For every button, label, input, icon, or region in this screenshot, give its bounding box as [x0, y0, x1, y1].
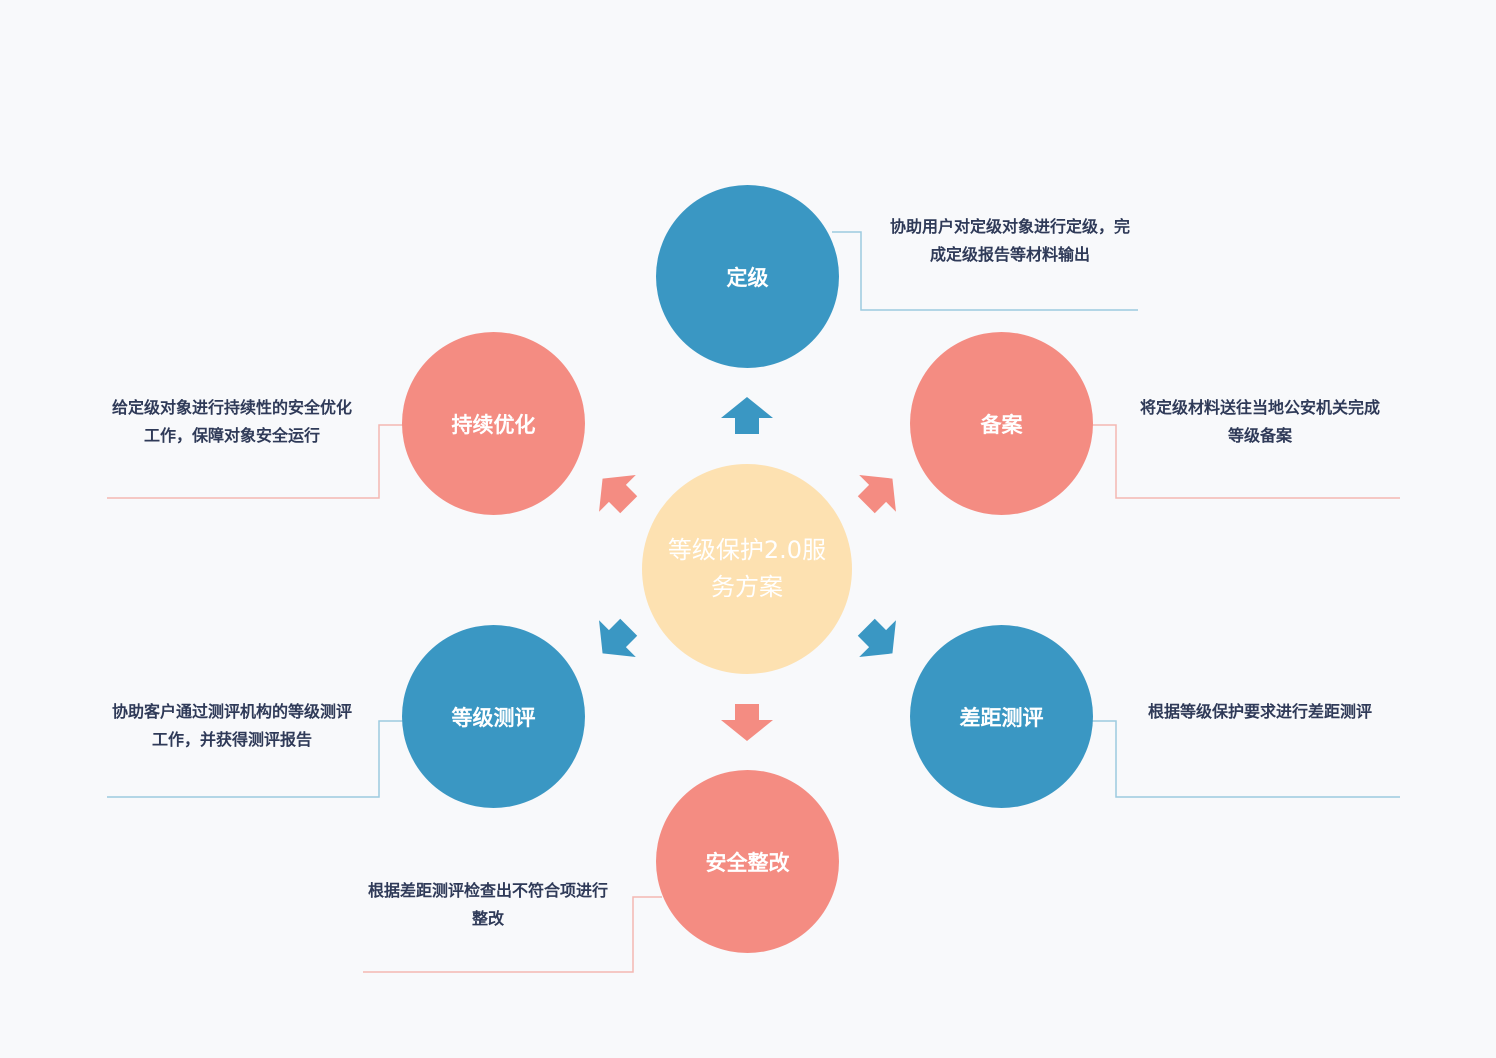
desc-dingji: 协助用户对定级对象进行定级，完成定级报告等材料输出	[889, 217, 1130, 264]
desc-chaju-cepin: 根据等级保护要求进行差距测评	[1147, 702, 1372, 721]
node-chaju-cepin: 差距测评	[910, 625, 1093, 808]
node-label: 定级	[726, 265, 769, 290]
node-anquan-zhenggai: 安全整改	[656, 770, 839, 953]
callout-line-beian	[1088, 424, 1400, 499]
desc-dengji-cepin: 协助客户通过测评机构的等级测评工作，并获得测评报告	[111, 702, 352, 749]
arrow-up-icon	[721, 397, 773, 434]
arrow-up-left-icon	[599, 475, 638, 514]
callout-line-youhua	[107, 424, 407, 499]
node-label: 差距测评	[959, 705, 1044, 730]
desc-beian: 将定级材料送往当地公安机关完成等级备案	[1139, 398, 1380, 445]
node-chixu-youhua: 持续优化	[402, 332, 585, 515]
callout-line-cepin	[107, 720, 407, 798]
center-node: 等级保护2.0服务方案	[642, 464, 852, 674]
node-dengji-cepin: 等级测评	[402, 625, 585, 808]
desc-anquan-zhenggai: 根据差距测评检查出不符合项进行整改	[367, 881, 608, 928]
center-label: 等级保护2.0服务方案	[667, 536, 827, 601]
node-dingji: 定级	[656, 185, 839, 368]
node-label: 备案	[980, 412, 1023, 437]
node-beian: 备案	[910, 332, 1093, 515]
arrow-down-icon	[721, 704, 773, 741]
arrow-down-left-icon	[599, 618, 638, 657]
arrow-up-right-icon	[857, 475, 896, 514]
node-label: 等级测评	[451, 705, 536, 730]
callout-line-chaju	[1088, 720, 1400, 798]
arrow-down-right-icon	[857, 618, 896, 657]
node-label: 安全整改	[705, 850, 790, 875]
callout-line-zhenggai	[363, 896, 662, 973]
desc-chixu-youhua: 给定级对象进行持续性的安全优化工作，保障对象安全运行	[111, 398, 352, 445]
callout-line-dingji	[832, 231, 1138, 311]
node-label: 持续优化	[451, 412, 536, 437]
